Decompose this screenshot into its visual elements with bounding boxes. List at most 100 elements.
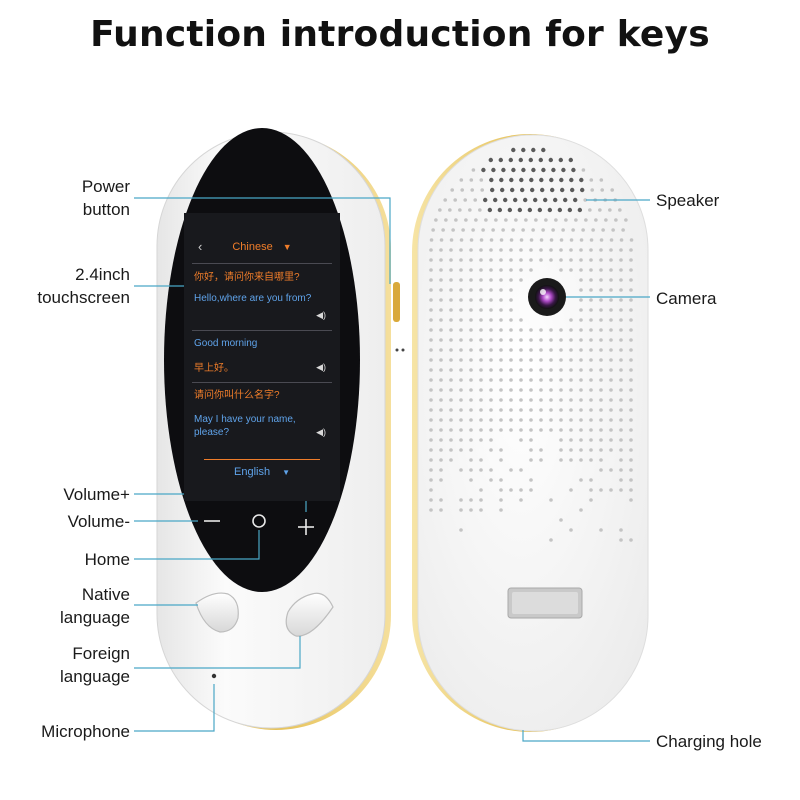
grille-dot — [539, 368, 543, 372]
grille-dot — [569, 318, 573, 322]
grille-dot — [509, 248, 513, 252]
back-device — [412, 134, 649, 732]
grille-dot — [569, 338, 573, 342]
grille-dot — [439, 448, 443, 452]
grille-dot — [579, 258, 583, 262]
grille-dot — [469, 368, 473, 372]
target-language-selector[interactable]: English▼ — [184, 466, 340, 478]
grille-dot — [589, 308, 593, 312]
grille-dot — [469, 378, 473, 382]
power-key[interactable] — [393, 282, 400, 322]
grille-dot — [499, 298, 503, 302]
grille-dot — [609, 258, 613, 262]
grille-dot — [539, 258, 543, 262]
speaker-play-icon[interactable]: ◀) — [316, 362, 326, 372]
grille-dot — [619, 478, 623, 482]
grille-dot — [529, 238, 534, 242]
grille-dot — [553, 197, 558, 203]
grille-dot — [609, 378, 613, 382]
grille-dot — [489, 328, 493, 332]
touchscreen[interactable]: ‹ Chinese▼ 你好，请问你来自哪里? Hello,where are y… — [184, 213, 340, 501]
grille-dot — [459, 428, 463, 432]
grille-dot — [498, 157, 503, 163]
grille-dot — [579, 478, 583, 482]
grille-dot — [589, 248, 593, 252]
grille-dot — [529, 258, 533, 262]
grille-dot — [439, 248, 443, 252]
grille-dot — [499, 508, 503, 512]
grille-dot — [519, 398, 523, 402]
grille-dot — [579, 288, 583, 292]
grille-dot — [499, 488, 503, 492]
grille-dot — [509, 468, 513, 472]
grille-dot — [429, 248, 433, 252]
grille-dot — [479, 298, 483, 302]
grille-dot — [619, 278, 623, 282]
grille-dot — [439, 438, 443, 442]
grille-dot — [479, 268, 483, 272]
native-language-button[interactable] — [195, 592, 239, 633]
grille-dot — [579, 308, 583, 312]
volume-up-key[interactable] — [298, 519, 314, 535]
grille-dot — [434, 218, 438, 222]
grille-dot — [459, 338, 463, 342]
grille-dot — [609, 468, 613, 472]
grille-dot — [479, 328, 483, 332]
speaker-play-icon[interactable]: ◀) — [316, 427, 326, 437]
grille-dot — [519, 408, 523, 412]
grille-dot — [479, 238, 484, 242]
grille-dot — [529, 458, 533, 462]
grille-dot — [459, 258, 463, 262]
foreign-language-button[interactable] — [285, 592, 334, 637]
source-language-selector[interactable]: Chinese▼ — [184, 241, 340, 253]
grille-dot — [531, 147, 536, 153]
grille-dot — [519, 358, 523, 362]
grille-dot — [429, 468, 433, 472]
grille-dot — [579, 298, 583, 302]
camera-label: Camera — [656, 289, 717, 308]
grille-dot — [469, 308, 473, 312]
grille-dot — [619, 528, 623, 532]
grille-dot — [544, 218, 548, 222]
grille-dot — [439, 278, 443, 282]
page-title: Function introduction for keys — [90, 14, 710, 55]
grille-dot — [499, 348, 503, 352]
grille-dot — [469, 418, 473, 422]
grille-dot — [469, 408, 473, 412]
grille-dot — [439, 398, 443, 402]
grille-dot — [577, 207, 583, 213]
grille-dot — [569, 358, 573, 362]
grille-dot — [519, 177, 524, 183]
grille-dot — [569, 458, 573, 462]
grille-dot — [608, 208, 612, 212]
grille-dot — [504, 218, 508, 222]
grille-dot — [619, 488, 623, 492]
grille-dot — [549, 388, 553, 392]
grille-dot — [629, 368, 633, 372]
home-key[interactable] — [252, 514, 266, 528]
grille-dot — [449, 388, 453, 392]
grille-dot — [450, 188, 455, 192]
grille-dot — [629, 478, 633, 482]
grille-dot — [561, 167, 566, 173]
grille-dot — [619, 398, 623, 402]
grille-dot — [599, 358, 603, 362]
back-arrow-icon[interactable]: ‹ — [198, 239, 203, 254]
grille-dot — [473, 198, 478, 202]
speaker-play-icon[interactable]: ◀) — [316, 310, 326, 320]
grille-dot — [429, 238, 434, 242]
volume-down-label: Volume- — [67, 512, 130, 531]
grille-dot — [559, 518, 563, 522]
grille-dot — [599, 348, 603, 352]
grille-dot — [429, 358, 433, 362]
grille-dot — [469, 338, 473, 342]
grille-dot — [619, 368, 623, 372]
grille-dot — [618, 208, 622, 212]
grille-dot — [529, 408, 533, 412]
grille-dot — [459, 448, 463, 452]
grille-dot — [549, 238, 554, 242]
grille-dot — [529, 348, 533, 352]
grille-dot — [559, 448, 563, 452]
chat-line: 早上好。 — [194, 363, 234, 374]
